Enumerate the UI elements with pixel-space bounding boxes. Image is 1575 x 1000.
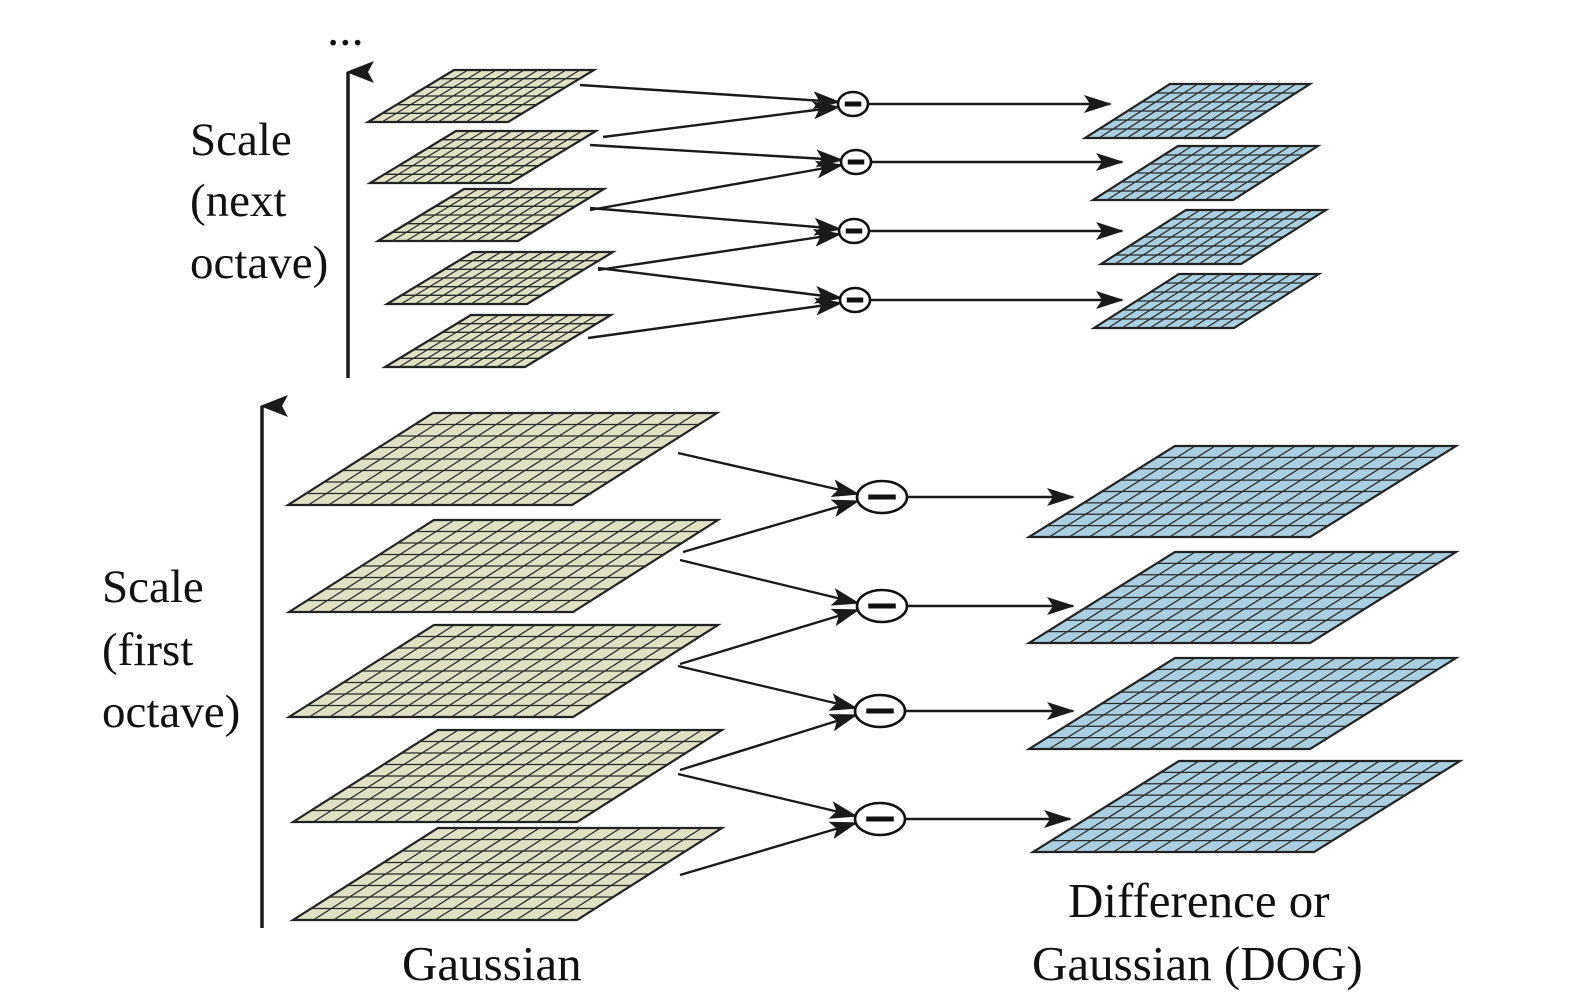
first-gaussian-layer-1	[284, 411, 721, 507]
layers-group	[284, 68, 1464, 922]
first-minus-icon-1	[855, 479, 909, 515]
first-dog-layer-3	[1025, 656, 1460, 751]
first-gaussian-layer-3	[285, 623, 722, 719]
scale-next-octave-label: Scale (next octave)	[190, 114, 328, 289]
first-gaussian-layer-5	[289, 826, 726, 922]
next-dog-layer-3	[1097, 208, 1330, 266]
next-arrow-upper-3	[589, 206, 842, 236]
scale-first-line-1: Scale	[102, 561, 204, 613]
dog-caption-line-1: Difference or	[1068, 873, 1330, 928]
first-arrow-lower-2	[679, 608, 860, 666]
first-dog-layer-2	[1025, 550, 1460, 645]
next-dog-layer-4	[1090, 272, 1323, 330]
next-arrow-lower-4	[587, 297, 843, 340]
next-gaussian-layer-1	[364, 68, 598, 124]
first-arrow-lower-3	[679, 713, 858, 772]
first-gaussian-layer-2	[285, 518, 722, 614]
dog-caption-line-2: Gaussian (DOG)	[1032, 936, 1363, 991]
next-gaussian-layer-5	[381, 313, 615, 369]
scale-next-line-1: Scale	[190, 114, 292, 166]
first-dog-layer-4	[1029, 759, 1464, 854]
next-arrow-lower-3	[597, 228, 842, 272]
next-gaussian-layer-3	[374, 187, 608, 243]
scale-first-octave-label: Scale (first octave)	[102, 561, 240, 738]
first-gaussian-layer-4	[289, 728, 726, 824]
connections-group	[579, 83, 1124, 877]
first-arrow-upper-1	[677, 451, 860, 498]
next-minus-icon-3	[837, 217, 871, 245]
next-dog-layer-1	[1081, 82, 1314, 140]
next-dog-layer-2	[1089, 144, 1322, 202]
first-arrow-lower-1	[682, 499, 860, 554]
first-arrow-upper-2	[679, 558, 860, 606]
scale-next-line-3: octave)	[190, 237, 328, 289]
next-gaussian-layer-2	[366, 129, 600, 185]
ellipsis-label: ...	[327, 1, 364, 56]
first-dog-layer-1	[1025, 444, 1460, 539]
next-gaussian-layer-4	[383, 250, 617, 306]
first-minus-icon-4	[853, 801, 907, 837]
scale-first-line-3: octave)	[102, 686, 240, 738]
next-arrow-upper-4	[597, 266, 843, 304]
first-arrow-upper-3	[677, 664, 858, 711]
first-minus-icon-2	[855, 588, 909, 624]
first-minus-icon-3	[853, 693, 907, 729]
next-arrow-upper-1	[579, 83, 841, 110]
next-arrow-upper-2	[589, 143, 844, 168]
scale-next-line-2: (next	[190, 175, 287, 227]
dog-caption: Difference or Gaussian (DOG)	[1032, 873, 1363, 991]
first-arrow-lower-4	[679, 821, 858, 877]
scale-first-line-2: (first	[102, 624, 193, 676]
first-arrow-upper-4	[677, 772, 858, 819]
next-arrow-lower-2	[589, 160, 844, 212]
next-minus-icon-2	[839, 148, 873, 176]
next-arrow-lower-1	[602, 101, 841, 139]
gaussian-caption: Gaussian	[402, 936, 582, 991]
next-minus-icon-4	[838, 286, 872, 314]
next-minus-icon-1	[836, 90, 870, 118]
